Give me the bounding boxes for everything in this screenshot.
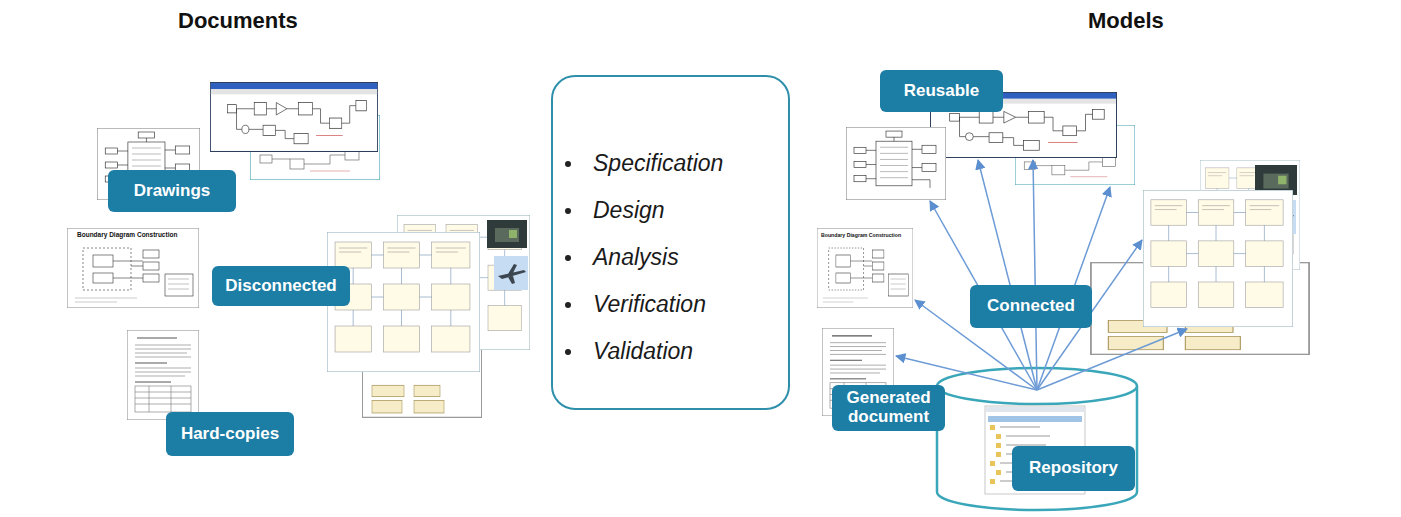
activity-text: Specification — [593, 150, 723, 177]
bullet-dot — [565, 208, 571, 214]
tag-text: Disconnected — [225, 277, 336, 296]
schematic-drawing — [846, 127, 946, 200]
aircraft-photo — [494, 256, 528, 290]
tag-text: Generated document — [844, 389, 933, 426]
callout-tag: Reusable — [880, 70, 1003, 112]
bullet-dot — [565, 302, 571, 308]
camera-photo — [487, 220, 527, 248]
block-diagram — [1143, 190, 1293, 327]
bullet-dot — [565, 349, 571, 355]
document-thumbnails — [67, 82, 530, 420]
bullet-item: Verification — [565, 281, 788, 328]
model-window — [210, 82, 378, 152]
model-thumbnails — [817, 92, 1309, 416]
activity-text: Analysis — [593, 244, 679, 271]
boundary-document — [817, 228, 913, 308]
bullet-item: Specification — [565, 140, 788, 187]
activity-text: Design — [593, 197, 665, 224]
activity-text: Verification — [593, 291, 706, 318]
block-diagram — [327, 232, 480, 372]
section-heading: Documents — [178, 8, 298, 34]
thumbnail-title: Boundary Diagram Construction — [821, 232, 901, 238]
callout-tag: Repository — [1012, 446, 1135, 491]
boundary-document — [67, 228, 199, 308]
bullet-dot — [565, 161, 571, 167]
tag-text: Reusable — [904, 82, 980, 101]
tag-text: Drawings — [134, 182, 211, 201]
bullet-item: Validation — [565, 328, 788, 375]
activity-panel: SpecificationDesignAnalysisVerificationV… — [551, 75, 790, 410]
bullet-dot — [565, 255, 571, 261]
bullet-item: Analysis — [565, 234, 788, 281]
callout-tag: Connected — [970, 285, 1092, 328]
callout-tag: Generated document — [832, 385, 945, 431]
callout-tag: Drawings — [108, 170, 236, 212]
callout-tag: Disconnected — [212, 266, 350, 306]
link-arrows — [896, 160, 1187, 390]
tag-text: Repository — [1029, 459, 1118, 478]
tag-text: Hard-copies — [181, 425, 279, 444]
bullet-item: Design — [565, 187, 788, 234]
thumbnail-title: Boundary Diagram Construction — [77, 231, 177, 238]
tag-text: Connected — [987, 297, 1075, 316]
activity-text: Validation — [593, 338, 693, 365]
callout-tag: Hard-copies — [166, 412, 294, 456]
section-heading: Models — [1088, 8, 1164, 34]
text-document — [127, 330, 199, 420]
